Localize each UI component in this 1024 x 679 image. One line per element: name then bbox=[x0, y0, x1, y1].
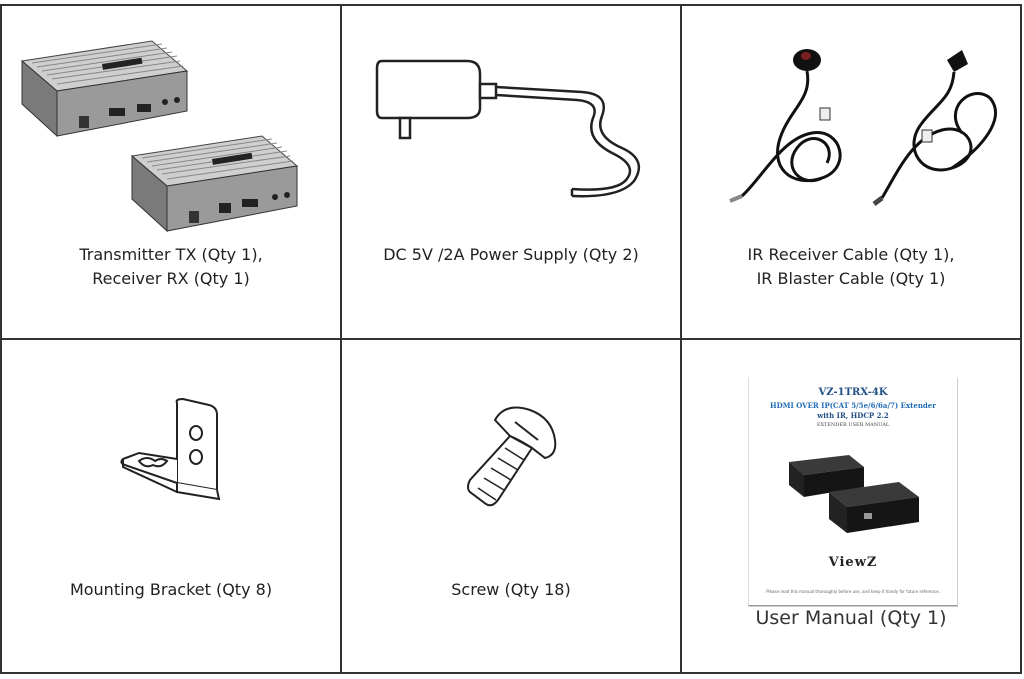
grid-bottom-border bbox=[0, 672, 1022, 674]
item-caption: Mounting Bracket (Qty 8) bbox=[2, 578, 340, 602]
extender-devices-icon bbox=[20, 40, 299, 233]
manual-footer: Please read this manual thoroughly befor… bbox=[766, 589, 940, 594]
item-caption: User Manual (Qty 1) bbox=[682, 607, 1020, 629]
grid-col-divider-1 bbox=[340, 4, 342, 674]
grid-top-border bbox=[0, 4, 1022, 6]
item-caption: DC 5V /2A Power Supply (Qty 2) bbox=[342, 243, 680, 267]
item-cell-power-supply: DC 5V /2A Power Supply (Qty 2) bbox=[342, 6, 680, 338]
item-caption: Transmitter TX (Qty 1), Receiver RX (Qty… bbox=[2, 243, 340, 291]
caption-line-1: Transmitter TX (Qty 1), bbox=[79, 245, 263, 264]
screw-icon bbox=[467, 406, 557, 507]
manual-brand: ViewZ bbox=[828, 555, 878, 570]
ir-cables-icon bbox=[729, 49, 997, 206]
caption-line-1: User Manual (Qty 1) bbox=[755, 607, 947, 629]
grid-left-border bbox=[0, 4, 2, 674]
item-cell-transmitter-receiver: Transmitter TX (Qty 1), Receiver RX (Qty… bbox=[2, 6, 340, 338]
caption-line-1: Screw (Qty 18) bbox=[451, 580, 571, 599]
manual-title-line-2: with IR, HDCP 2.2 bbox=[817, 411, 889, 420]
grid-right-border bbox=[1020, 4, 1022, 674]
item-cell-mounting-bracket: Mounting Bracket (Qty 8) bbox=[2, 340, 340, 672]
item-caption: IR Receiver Cable (Qty 1), IR Blaster Ca… bbox=[682, 243, 1020, 291]
item-cell-ir-cables: IR Receiver Cable (Qty 1), IR Blaster Ca… bbox=[682, 6, 1020, 338]
item-cell-user-manual: VZ-1TRX-4K HDMI OVER IP(CAT 5/5e/6/6a/7)… bbox=[682, 340, 1020, 672]
manual-product-image bbox=[789, 455, 919, 533]
manual-subtitle: EXTENDER USER MANUAL bbox=[816, 422, 890, 428]
power-adapter-icon bbox=[375, 59, 641, 198]
grid-col-divider-2 bbox=[680, 4, 682, 674]
user-manual-icon: VZ-1TRX-4K HDMI OVER IP(CAT 5/5e/6/6a/7)… bbox=[748, 377, 957, 606]
grid-middle-border bbox=[0, 338, 1022, 340]
caption-line-1: IR Receiver Cable (Qty 1), bbox=[747, 245, 955, 264]
manual-title-line-1: HDMI OVER IP(CAT 5/5e/6/6a/7) Extender bbox=[770, 401, 936, 410]
caption-line-2: Receiver RX (Qty 1) bbox=[92, 269, 250, 288]
item-caption: Screw (Qty 18) bbox=[342, 578, 680, 602]
manual-model: VZ-1TRX-4K bbox=[818, 387, 888, 398]
item-cell-screw: Screw (Qty 18) bbox=[342, 340, 680, 672]
mounting-bracket-icon bbox=[120, 397, 221, 501]
caption-line-1: DC 5V /2A Power Supply (Qty 2) bbox=[383, 245, 639, 264]
caption-line-2: IR Blaster Cable (Qty 1) bbox=[756, 269, 946, 288]
caption-line-1: Mounting Bracket (Qty 8) bbox=[69, 580, 273, 599]
